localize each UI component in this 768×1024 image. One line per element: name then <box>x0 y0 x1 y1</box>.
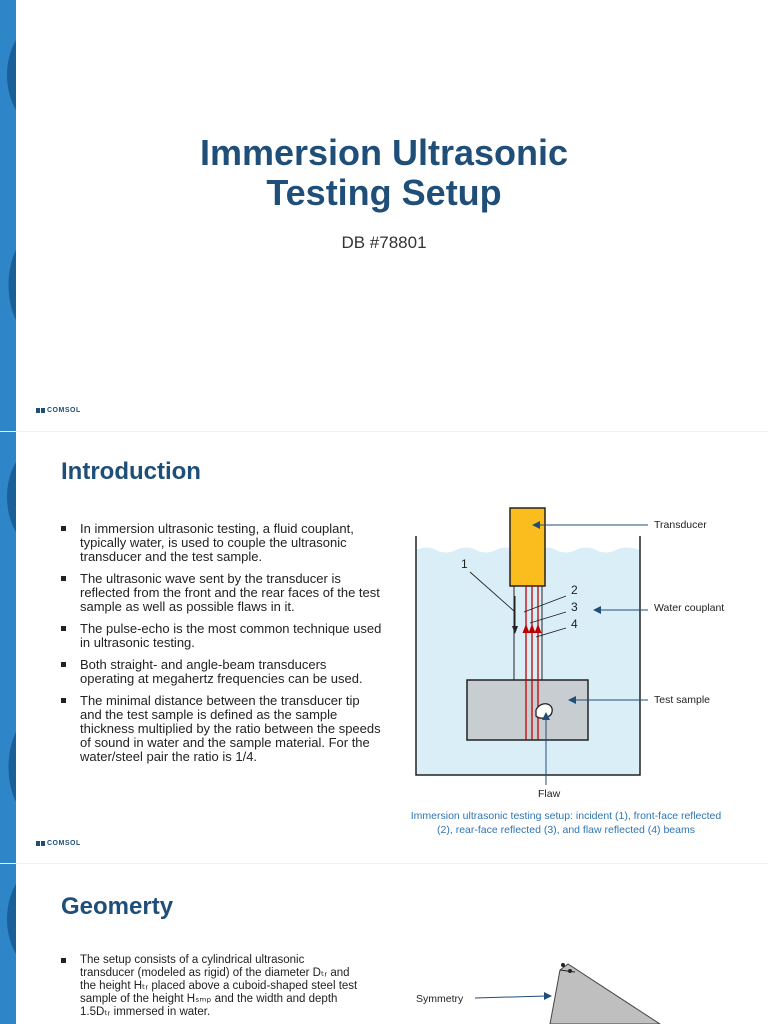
section-heading-geometry: Geomerty <box>61 893 174 920</box>
beam-arrowhead <box>528 624 536 633</box>
flaw <box>535 703 553 719</box>
transducer-label: Transducer <box>654 519 707 531</box>
immersion-testing-diagram: 1 2 3 4 Transducer Water couplant Test s… <box>415 507 724 800</box>
title-line-1: Immersion Ultrasonic <box>199 132 569 173</box>
introduction-bullets: In immersion ultrasonic testing, a fluid… <box>61 522 383 772</box>
transducer <box>509 507 546 587</box>
slide-edge-decoration <box>0 864 16 1024</box>
document-id: DB #78801 <box>341 233 427 252</box>
callout-arrowhead <box>568 696 576 704</box>
symmetry-label: Symmetry <box>416 993 464 1005</box>
callout-arrowhead <box>593 606 601 614</box>
comsol-logo-text: COMSOL <box>47 407 81 414</box>
geometry-vertex <box>561 963 565 967</box>
beam-label-4: 4 <box>571 617 578 631</box>
list-item: The ultrasonic wave sent by the transduc… <box>61 572 383 614</box>
callout-arrowhead <box>532 521 540 529</box>
geometry-vertex <box>568 969 572 973</box>
water-couplant-label: Water couplant <box>654 602 724 614</box>
beam-arrowhead <box>522 624 530 633</box>
beam-label-3: 3 <box>571 600 578 614</box>
page-title: Immersion Ultrasonic Testing Setup <box>0 133 768 213</box>
section-heading-introduction: Introduction <box>61 458 201 485</box>
slide-edge-decoration <box>0 432 16 864</box>
slide-edge-decoration <box>0 0 16 432</box>
geometry-bullets: The setup consists of a cylindrical ultr… <box>61 954 361 1019</box>
geometry-slide <box>0 864 768 1024</box>
callout-arrowhead <box>542 712 550 720</box>
comsol-logo: COMSOL <box>36 407 81 414</box>
incident-beam-arrowhead <box>512 626 518 634</box>
caption-line-2: (2), rear-face reflected (3), and flaw r… <box>437 823 695 836</box>
comsol-logo: COMSOL <box>36 840 81 847</box>
test-sample <box>466 679 589 741</box>
beam-label-1: 1 <box>461 557 468 571</box>
pointer-line <box>469 571 515 612</box>
title-line-2: Testing Setup <box>266 172 502 213</box>
comsol-logo-icon <box>36 408 45 413</box>
geometry-shape <box>549 963 661 1024</box>
test-sample-label: Test sample <box>654 694 710 706</box>
figure-caption: Immersion ultrasonic testing setup: inci… <box>390 810 742 837</box>
list-item: The setup consists of a cylindrical ultr… <box>61 954 361 1019</box>
beam-arrowhead <box>534 624 542 633</box>
symmetry-arrow <box>474 995 547 999</box>
tank <box>415 536 641 776</box>
geometry-figure: Symmetry <box>416 963 661 1024</box>
beam-label-2: 2 <box>571 583 578 597</box>
geometry-edge <box>559 969 576 973</box>
pointer-line <box>523 595 567 613</box>
list-item: The pulse-echo is the most common techni… <box>61 622 383 650</box>
symmetry-arrowhead <box>544 992 552 1000</box>
list-item: The minimal distance between the transdu… <box>61 694 383 764</box>
flaw-label: Flaw <box>538 788 561 800</box>
pointer-line <box>529 611 567 624</box>
comsol-logo-text: COMSOL <box>47 840 81 847</box>
pointer-line <box>535 627 567 638</box>
list-item: In immersion ultrasonic testing, a fluid… <box>61 522 383 564</box>
comsol-logo-icon <box>36 841 45 846</box>
list-item: Both straight- and angle-beam transducer… <box>61 658 383 686</box>
caption-line-1: Immersion ultrasonic testing setup: inci… <box>410 810 722 822</box>
title-slide: Immersion Ultrasonic Testing Setup DB #7… <box>0 0 768 432</box>
